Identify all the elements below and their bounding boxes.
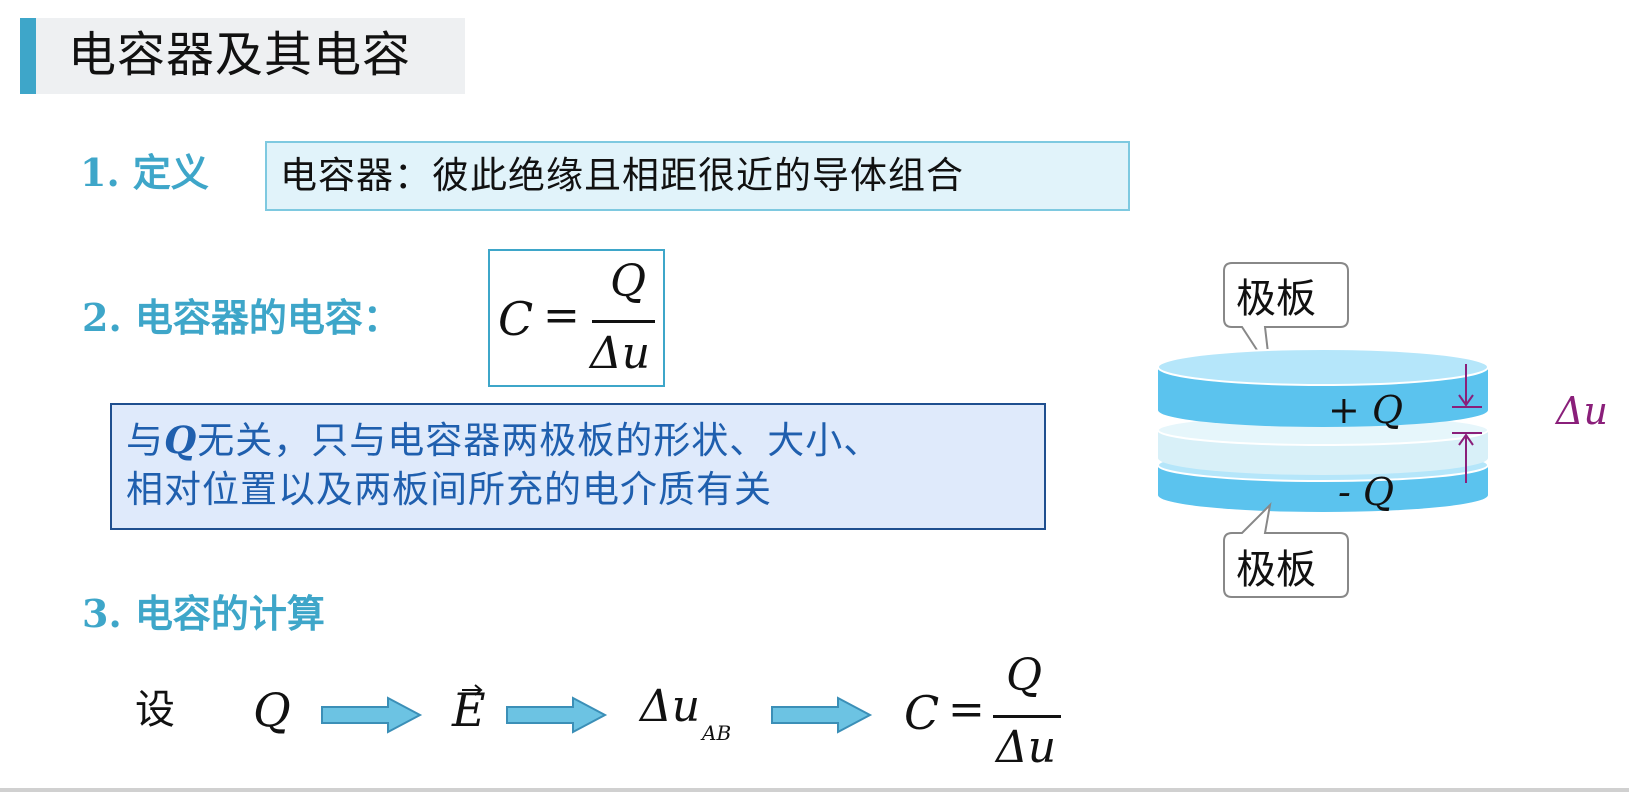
vector-arrow-icon bbox=[462, 684, 483, 696]
formula-equals: = bbox=[543, 290, 580, 341]
calc-result-lhs: C bbox=[904, 686, 940, 740]
note-line-2: 相对位置以及两板间所充的电介质有关 bbox=[126, 468, 772, 511]
definition-box bbox=[265, 141, 1130, 211]
section-2-heading: 2. 电容器的电容： bbox=[82, 293, 401, 343]
section-1-heading: 1. 定义 bbox=[80, 148, 209, 198]
note-line-1-rest: 无关，只与电容器两极板的形状、大小、 bbox=[197, 419, 882, 462]
section-3-label: 电容的计算 bbox=[134, 592, 325, 636]
bottom-plate-label: 极板 bbox=[1236, 547, 1316, 593]
bottom-charge-label: - Q bbox=[1338, 470, 1395, 514]
note-line-1: 与Q无关，只与电容器两极板的形状、大小、 bbox=[126, 416, 881, 465]
section-2-number: 2. bbox=[82, 295, 122, 340]
section-3-heading: 3. 电容的计算 bbox=[82, 589, 325, 639]
section-3-number: 3. bbox=[82, 591, 122, 636]
section-2-label: 电容器的电容： bbox=[134, 296, 401, 340]
formula-lhs: C bbox=[498, 292, 534, 346]
capacitance-formula-box bbox=[488, 249, 665, 387]
gap-label: Δu bbox=[1556, 389, 1608, 433]
calc-prefix: 设 bbox=[135, 687, 175, 733]
note-line-1-prefix: 与 bbox=[126, 419, 164, 462]
arrow-3-icon bbox=[771, 696, 873, 734]
formula-numerator: Q bbox=[609, 256, 647, 307]
top-plate-label: 极板 bbox=[1236, 276, 1316, 322]
formula-fraction-bar bbox=[592, 320, 655, 323]
top-callout-icon bbox=[1223, 262, 1349, 371]
bottom-callout-icon bbox=[1223, 502, 1349, 598]
calc-step-du: Δu bbox=[640, 681, 701, 732]
note-line-1-var: Q bbox=[164, 418, 198, 462]
calc-step-q: Q bbox=[253, 683, 291, 737]
footer-divider bbox=[0, 788, 1629, 792]
calc-result-equals: = bbox=[948, 684, 985, 735]
definition-text: 电容器：彼此绝缘且相距很近的导体组合 bbox=[280, 154, 964, 197]
calc-result-numerator: Q bbox=[1005, 650, 1043, 701]
arrow-2-icon bbox=[506, 696, 608, 734]
calc-result-fraction-bar bbox=[993, 715, 1061, 718]
section-1-number: 1. bbox=[80, 150, 120, 195]
arrow-1-icon bbox=[321, 696, 423, 734]
capacitor-diagram bbox=[1157, 262, 1489, 598]
calc-result-denominator: Δu bbox=[996, 722, 1057, 773]
formula-denominator: Δu bbox=[590, 328, 651, 379]
title-bar bbox=[20, 18, 465, 94]
page-title: 电容器及其电容 bbox=[68, 27, 412, 83]
calc-step-du-subscript: AB bbox=[702, 721, 732, 745]
top-plate-icon bbox=[1157, 348, 1489, 386]
note-box bbox=[110, 403, 1046, 530]
section-1-label: 定义 bbox=[132, 151, 209, 195]
top-charge-label: + Q bbox=[1328, 388, 1404, 432]
